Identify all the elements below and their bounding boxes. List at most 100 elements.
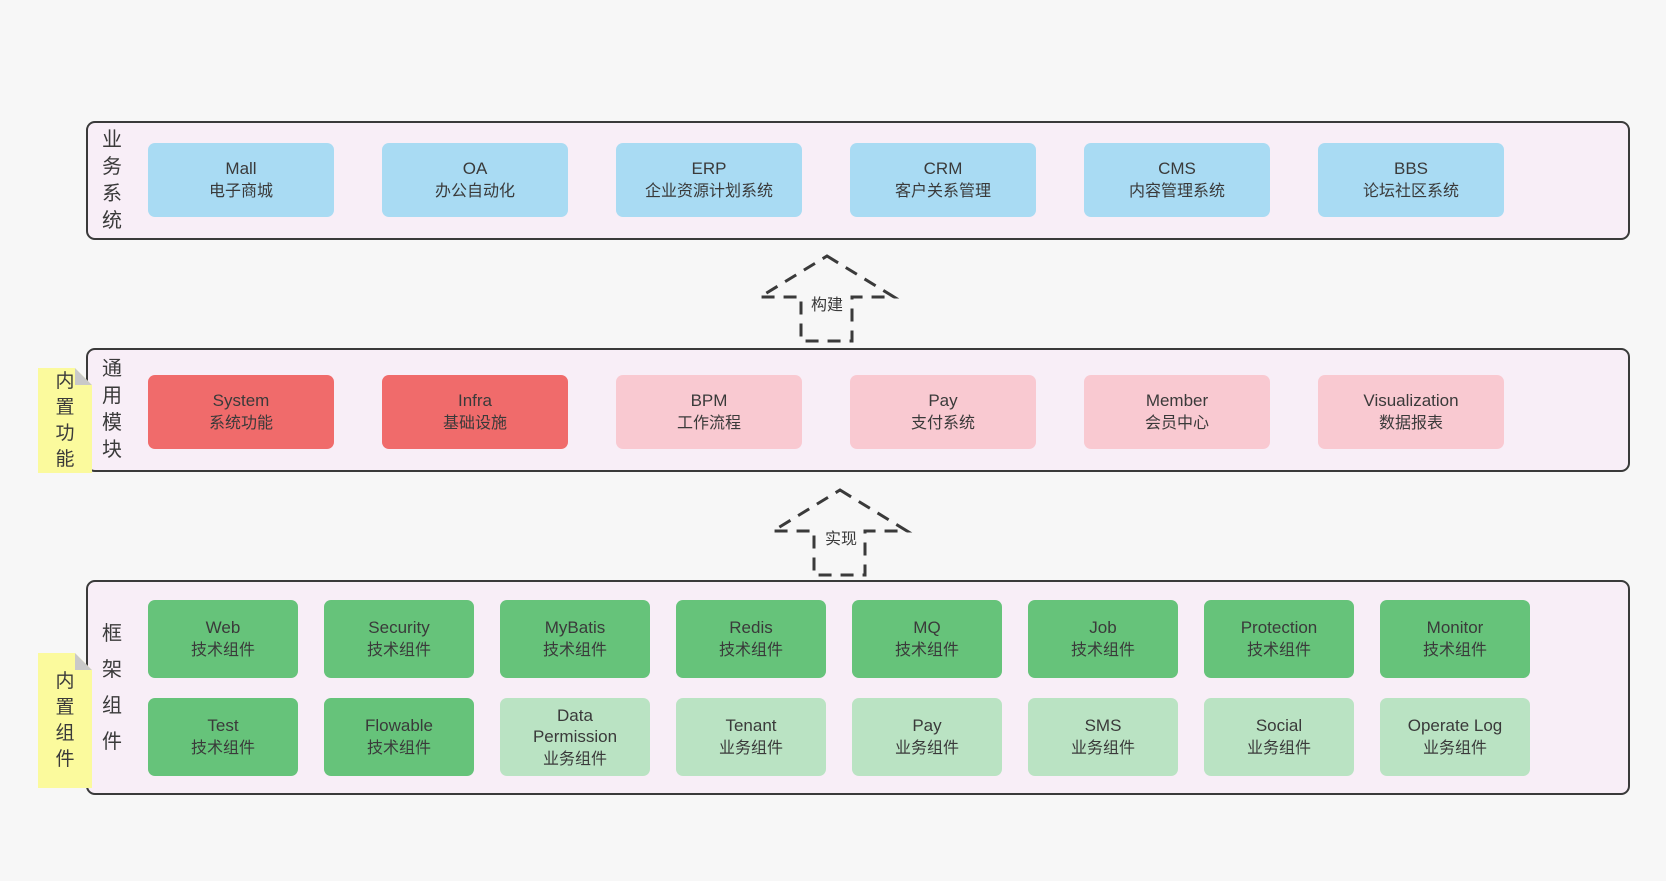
- box-mall: Mall 电子商城: [148, 143, 334, 217]
- box-title: Social: [1255, 716, 1303, 735]
- arrow-build: [755, 254, 900, 343]
- box-subtitle: 论坛社区系统: [1362, 183, 1459, 200]
- box-title: Flowable: [364, 716, 434, 735]
- box-subtitle: 支付系统: [910, 415, 975, 432]
- box-job: Job 技术组件: [1028, 600, 1178, 678]
- box-subtitle: 技术组件: [1070, 642, 1135, 659]
- box-subtitle: 会员中心: [1144, 415, 1209, 432]
- box-social: Social 业务组件: [1204, 698, 1354, 776]
- box-title: OA: [462, 159, 488, 178]
- business-box-row: Mall 电子商城 OA 办公自动化 ERP 企业资源计划系统 CRM 客户关系…: [148, 143, 1504, 217]
- box-system: System 系统功能: [148, 375, 334, 449]
- box-infra: Infra 基础设施: [382, 375, 568, 449]
- panel-framework-components: 框架组件 Web 技术组件 Security 技术组件 MyBatis 技术组件…: [86, 580, 1630, 795]
- modules-box-row: System 系统功能 Infra 基础设施 BPM 工作流程 Pay 支付系统…: [148, 375, 1504, 449]
- box-subtitle: 办公自动化: [434, 183, 515, 200]
- box-bpm: BPM 工作流程: [616, 375, 802, 449]
- box-subtitle: 企业资源计划系统: [644, 183, 773, 200]
- box-subtitle: 系统功能: [208, 415, 273, 432]
- box-security: Security 技术组件: [324, 600, 474, 678]
- sticky-note-builtin-components: 内置组件: [38, 653, 92, 788]
- arrow-implement: [768, 488, 913, 577]
- box-title: MyBatis: [544, 618, 606, 637]
- arrow-implement-outline: [768, 488, 913, 577]
- box-subtitle: 业务组件: [1422, 740, 1487, 757]
- box-title: Pay: [912, 716, 942, 735]
- box-subtitle: 基础设施: [442, 415, 507, 432]
- box-title: MQ: [913, 618, 941, 637]
- box-cms: CMS 内容管理系统: [1084, 143, 1270, 217]
- box-visualization: Visualization 数据报表: [1318, 375, 1504, 449]
- box-subtitle: 工作流程: [676, 415, 741, 432]
- box-title: CMS: [1158, 159, 1196, 178]
- box-title: SMS: [1084, 716, 1122, 735]
- components-box-row-2: Test 技术组件 Flowable 技术组件 Data Permission …: [148, 698, 1530, 776]
- box-title: Visualization: [1363, 391, 1459, 410]
- box-title: CRM: [923, 159, 963, 178]
- box-mq: MQ 技术组件: [852, 600, 1002, 678]
- panel-business-label: 业务系统: [102, 128, 122, 232]
- panel-common-modules: 通用模块 System 系统功能 Infra 基础设施 BPM 工作流程 Pay…: [86, 348, 1630, 472]
- box-title: BPM: [690, 391, 728, 410]
- arrow-implement-label: 实现: [821, 524, 861, 550]
- sticky-text: 内置功能: [55, 370, 75, 470]
- sticky-text: 内置组件: [55, 670, 75, 770]
- box-oa: OA 办公自动化: [382, 143, 568, 217]
- box-subtitle: 技术组件: [1422, 642, 1487, 659]
- box-subtitle: 数据报表: [1378, 415, 1443, 432]
- box-erp: ERP 企业资源计划系统: [616, 143, 802, 217]
- box-title: Infra: [457, 391, 493, 410]
- box-title: Web: [205, 618, 241, 637]
- box-pay-module: Pay 支付系统: [850, 375, 1036, 449]
- box-subtitle: 技术组件: [718, 642, 783, 659]
- components-box-row-1: Web 技术组件 Security 技术组件 MyBatis 技术组件 Redi…: [148, 600, 1530, 678]
- box-subtitle: 业务组件: [1070, 740, 1135, 757]
- box-monitor: Monitor 技术组件: [1380, 600, 1530, 678]
- box-subtitle: 业务组件: [718, 740, 783, 757]
- panel-components-label: 框架组件: [102, 622, 122, 753]
- box-subtitle: 技术组件: [1246, 642, 1311, 659]
- box-title: Test: [207, 716, 239, 735]
- box-test: Test 技术组件: [148, 698, 298, 776]
- box-subtitle: 技术组件: [542, 642, 607, 659]
- box-operate-log: Operate Log 业务组件: [1380, 698, 1530, 776]
- box-bbs: BBS 论坛社区系统: [1318, 143, 1504, 217]
- box-title: Data Permission: [532, 705, 618, 746]
- box-protection: Protection 技术组件: [1204, 600, 1354, 678]
- box-subtitle: 业务组件: [894, 740, 959, 757]
- box-title: Tenant: [725, 716, 777, 735]
- box-subtitle: 技术组件: [366, 642, 431, 659]
- box-web: Web 技术组件: [148, 600, 298, 678]
- box-title: Operate Log: [1407, 716, 1503, 735]
- box-title: Job: [1089, 618, 1117, 637]
- box-data-permission: Data Permission 业务组件: [500, 698, 650, 776]
- box-subtitle: 技术组件: [190, 642, 255, 659]
- box-crm: CRM 客户关系管理: [850, 143, 1036, 217]
- box-title: Mall: [225, 159, 257, 178]
- box-tenant: Tenant 业务组件: [676, 698, 826, 776]
- sticky-note-builtin-features: 内置功能: [38, 368, 92, 473]
- box-redis: Redis 技术组件: [676, 600, 826, 678]
- box-title: Protection: [1240, 618, 1318, 637]
- box-title: Redis: [729, 618, 773, 637]
- box-title: ERP: [691, 159, 727, 178]
- box-subtitle: 电子商城: [208, 183, 273, 200]
- box-mybatis: MyBatis 技术组件: [500, 600, 650, 678]
- box-subtitle: 技术组件: [366, 740, 431, 757]
- panel-modules-label: 通用模块: [102, 358, 122, 461]
- box-subtitle: 内容管理系统: [1128, 183, 1225, 200]
- box-subtitle: 技术组件: [894, 642, 959, 659]
- box-subtitle: 业务组件: [1246, 740, 1311, 757]
- arrow-build-label: 构建: [807, 290, 847, 316]
- arrow-build-outline: [755, 254, 900, 343]
- box-title: BBS: [1393, 159, 1429, 178]
- box-member: Member 会员中心: [1084, 375, 1270, 449]
- box-subtitle: 技术组件: [190, 740, 255, 757]
- box-pay-component: Pay 业务组件: [852, 698, 1002, 776]
- panel-business-systems: 业务系统 Mall 电子商城 OA 办公自动化 ERP 企业资源计划系统 CRM…: [86, 121, 1630, 240]
- box-sms: SMS 业务组件: [1028, 698, 1178, 776]
- box-title: System: [212, 391, 270, 410]
- box-subtitle: 客户关系管理: [894, 183, 991, 200]
- box-title: Monitor: [1426, 618, 1484, 637]
